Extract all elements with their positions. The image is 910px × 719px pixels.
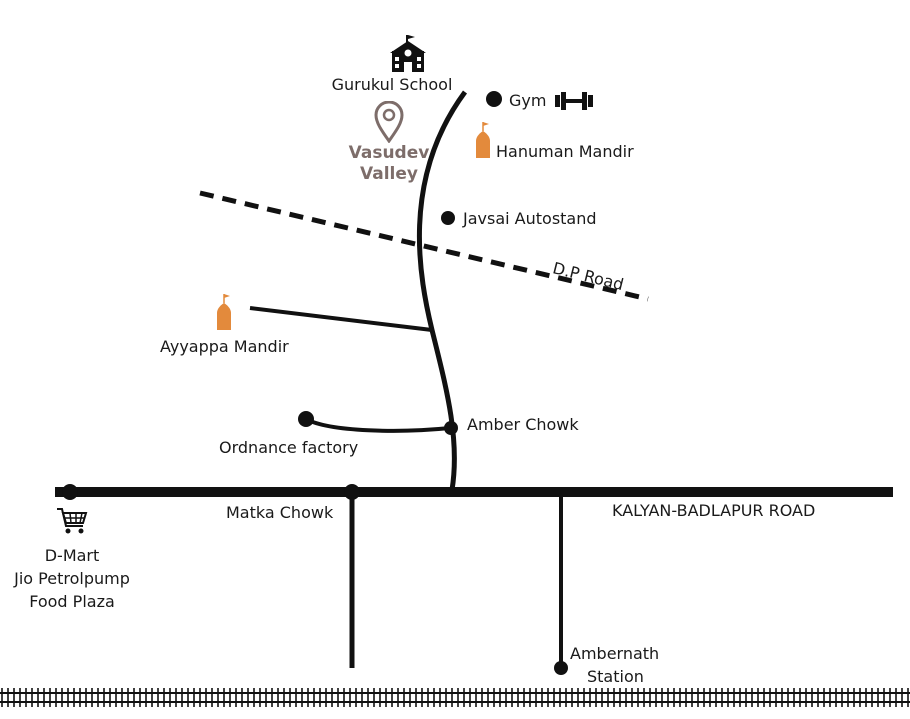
gym-dot [486,91,502,107]
project-name: Vasudev Valley [334,143,444,185]
shopping-cart-icon [57,508,88,534]
project-name-line-1: Vasudev [348,143,430,163]
location-pin-icon [374,101,404,143]
project-name-line-2: Valley [360,164,418,184]
dmart-line-3: Food Plaza [29,592,115,611]
dmart-line-1: D-Mart [44,546,100,565]
gym-label: Gym [509,91,547,110]
ambernath-station-label: Ambernath Station [570,642,659,688]
gurukul-school-label: Gurukul School [331,75,453,94]
javsai-dot [441,211,455,225]
school-icon [390,35,426,72]
temple-icon [217,294,231,330]
ayyappa-branch-road [249,306,433,332]
ayyappa-mandir-label: Ayyappa Mandir [160,337,289,356]
dumbbell-icon [555,92,593,110]
main-vertical-road [416,90,468,491]
amber-chowk-dot [444,421,458,435]
temple-icon [476,122,490,158]
ambernath-line-2: Station [587,667,644,686]
ordnance-branch-road [305,417,451,433]
ambernath-line-1: Ambernath [570,644,660,663]
amber-chowk-label: Amber Chowk [467,415,579,434]
hanuman-mandir-label: Hanuman Mandir [496,142,634,161]
kalyan-badlapur-road-label: KALYAN-BADLAPUR ROAD [612,501,816,520]
ambernath-dot [554,661,568,675]
ordnance-factory-label: Ordnance factory [219,438,359,457]
ordnance-dot [298,411,314,427]
javsai-autostand-label: Javsai Autostand [463,209,597,228]
dmart-dot [62,484,78,500]
matka-chowk-dot [344,484,360,500]
railway-track-icon [0,688,910,707]
dmart-label: D-Mart Jio Petrolpump Food Plaza [2,544,142,613]
dp-road-line [199,190,649,302]
dmart-line-2: Jio Petrolpump [14,569,130,588]
matka-chowk-label: Matka Chowk [226,503,334,522]
